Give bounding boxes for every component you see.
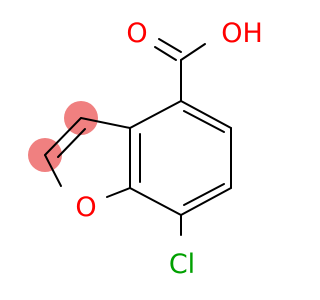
bond-c3a-c3 xyxy=(80,117,131,129)
atom-label-hydroxyl: OH xyxy=(221,18,263,49)
bond-c6-c7-inner xyxy=(183,183,225,206)
atom-label-chlorine: Cl xyxy=(169,249,195,280)
bond-o1-c7a xyxy=(106,187,131,198)
bond-c3a-c4 xyxy=(129,100,182,129)
molecule-canvas: O OH O Cl xyxy=(28,18,263,280)
bond-c4-c5-inner xyxy=(183,110,225,133)
bond-c2-o1 xyxy=(44,154,62,187)
bond-c7-c7a xyxy=(129,187,182,216)
structure-diagram: O OH O Cl xyxy=(28,18,263,280)
bond-carbonyl-2 xyxy=(158,38,182,53)
atom-label-carboxyl-oxygen: O xyxy=(126,18,147,49)
bond-c4-c5 xyxy=(180,100,232,129)
bond-c3-c2-inner xyxy=(57,128,86,158)
bond-c3-c2 xyxy=(44,117,82,156)
atom-label-ring-oxygen: O xyxy=(75,192,96,223)
bond-carbonyl-1 xyxy=(154,46,177,61)
bond-c6-c7 xyxy=(180,187,232,216)
bond-c-oh xyxy=(180,43,206,61)
